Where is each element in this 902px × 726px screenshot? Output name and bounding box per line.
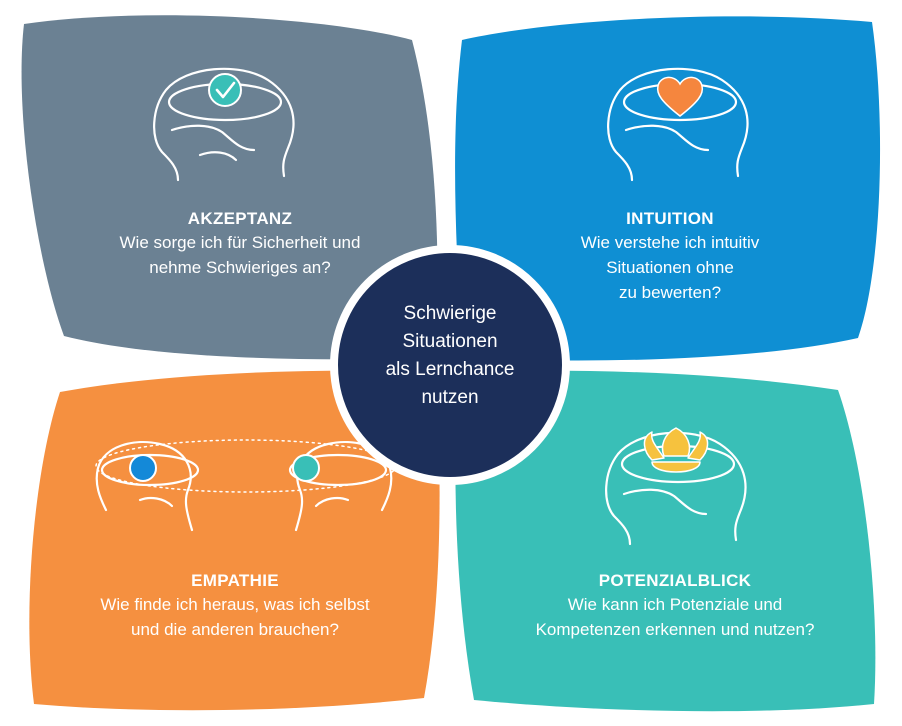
empathie-question-line-2: und die anderen brauchen? (131, 620, 339, 639)
center-line-2: Situationen (402, 331, 498, 352)
heart-icon (656, 76, 704, 117)
empathie-text: EMPATHIE Wie finde ich heraus, was ich s… (55, 570, 415, 642)
intuition-question-line-1: Wie verstehe ich intuitiv (580, 233, 760, 252)
akzeptanz-blob (21, 15, 438, 360)
check-circle (208, 73, 242, 107)
center-label: Schwierige Situationen als Lernchance nu… (348, 300, 552, 412)
intuition-title: INTUITION (626, 209, 714, 228)
center-line-4: nutzen (421, 387, 479, 408)
center-circle (330, 245, 570, 485)
intuition-blob (455, 16, 881, 361)
potenzialblick-text: POTENZIALBLICK Wie kann ich Potenziale u… (490, 570, 860, 642)
intuition-question-line-3: zu bewerten? (618, 283, 722, 302)
intuition-question-line-2: Situationen ohne (606, 258, 734, 277)
check-mark-icon (215, 81, 236, 99)
lotus-icon (643, 427, 709, 473)
akzeptanz-text: AKZEPTANZ Wie sorge ich für Sicherheit u… (60, 208, 420, 280)
akzeptanz-question-line-2: nehme Schwieriges an? (149, 258, 331, 277)
center-line-3: als Lernchance (385, 359, 515, 380)
empathy-dot-right (292, 454, 320, 482)
center-line-1: Schwierige (403, 303, 497, 324)
empathie-question-line-1: Wie finde ich heraus, was ich selbst (100, 595, 370, 614)
potenzialblick-question-line-1: Wie kann ich Potenziale und (567, 595, 783, 614)
intuition-text: INTUITION Wie verstehe ich intuitiv Situ… (495, 208, 845, 305)
potenzialblick-question-line-2: Kompetenzen erkennen und nutzen? (535, 620, 815, 639)
potenzialblick-title: POTENZIALBLICK (598, 571, 752, 590)
empathie-title: EMPATHIE (191, 571, 279, 590)
akzeptanz-title: AKZEPTANZ (187, 209, 293, 228)
potenzialblick-blob (455, 370, 876, 712)
empathy-dot-left (129, 454, 157, 482)
akzeptanz-question-line-1: Wie sorge ich für Sicherheit und (119, 233, 361, 252)
